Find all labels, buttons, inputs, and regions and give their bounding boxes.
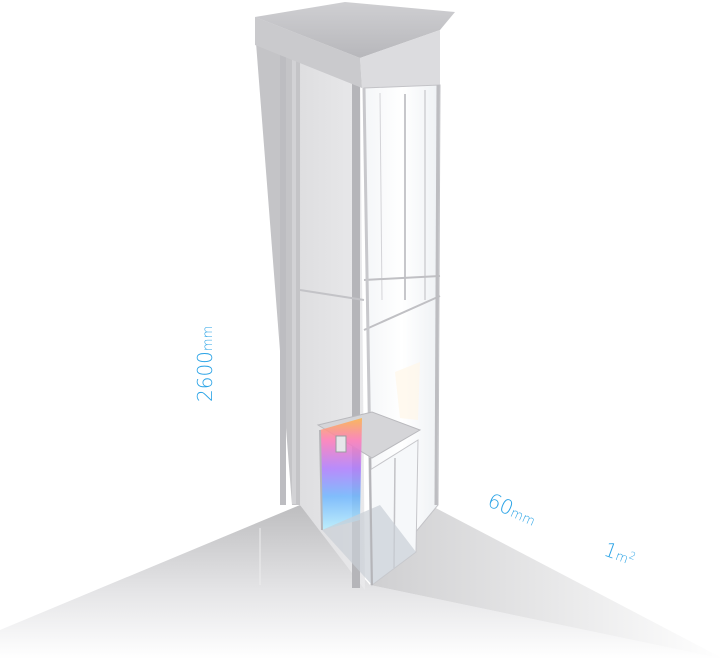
shaft-top: [255, 2, 455, 88]
elevator-car: [316, 411, 422, 586]
height-value: 2600: [193, 351, 217, 402]
height-dimension-label: 2600mm: [193, 326, 217, 402]
glass-reflection: [395, 362, 420, 420]
shaft-front-glass: [299, 84, 441, 587]
height-unit: mm: [201, 325, 216, 352]
